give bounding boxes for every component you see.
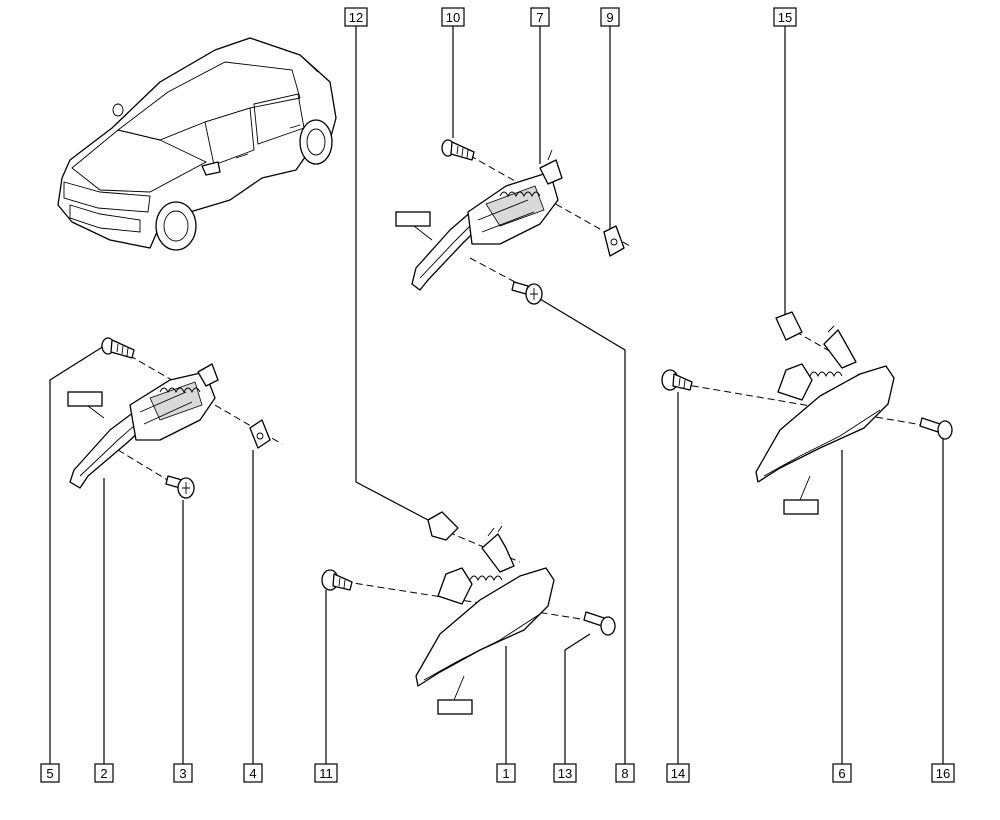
callout-7: 7 [530, 7, 550, 27]
callout-label: 11 [319, 766, 333, 781]
leader-lines [49, 26, 944, 764]
callout-label: 2 [100, 766, 107, 781]
callout-label: 10 [446, 10, 460, 25]
screw-3 [165, 475, 195, 499]
callout-label: 3 [179, 766, 186, 781]
callout-2: 2 [94, 763, 114, 783]
screw-11 [321, 569, 353, 591]
callout-label: 16 [936, 766, 950, 781]
callout-label: 9 [606, 10, 613, 25]
clip-nut-9 [603, 225, 625, 257]
clip-nut-4 [249, 419, 271, 449]
callout-label: 4 [249, 766, 256, 781]
callout-3: 3 [173, 763, 193, 783]
rear-inner-handle-assembly [395, 139, 625, 305]
callout-label: 1 [502, 766, 509, 781]
callout-16: 16 [931, 763, 955, 783]
callout-label: 6 [838, 766, 845, 781]
callout-8: 8 [615, 763, 635, 783]
vehicle-illustration [57, 37, 337, 251]
callout-label: 8 [621, 766, 628, 781]
bolt-13 [583, 611, 616, 636]
bolt-10 [441, 139, 475, 161]
clip-12 [427, 511, 459, 541]
bolt-16 [919, 417, 953, 440]
screw-8 [511, 281, 543, 305]
rear-outer-handle-assembly [661, 311, 953, 515]
callout-14: 14 [666, 763, 690, 783]
callout-12: 12 [344, 7, 368, 27]
front-inner-handle-assembly [67, 337, 271, 499]
callout-13: 13 [553, 763, 577, 783]
callout-11: 11 [314, 763, 338, 783]
callout-label: 12 [349, 10, 363, 25]
callout-label: 5 [46, 766, 53, 781]
callout-label: 7 [536, 10, 543, 25]
callout-6: 6 [832, 763, 852, 783]
callouts: 5 2 3 4 11 1 13 8 [40, 7, 955, 783]
callout-9: 9 [600, 7, 620, 27]
callout-4: 4 [243, 763, 263, 783]
front-outer-handle-assembly [321, 511, 616, 715]
callout-15: 15 [773, 7, 797, 27]
screw-14 [661, 369, 693, 391]
callout-label: 14 [671, 766, 685, 781]
callout-10: 10 [441, 7, 465, 27]
callout-label: 15 [778, 10, 792, 25]
callout-1: 1 [496, 763, 516, 783]
callout-label: 13 [558, 766, 572, 781]
callout-5: 5 [40, 763, 60, 783]
bolt-5 [101, 337, 135, 359]
clip-15 [775, 311, 803, 341]
